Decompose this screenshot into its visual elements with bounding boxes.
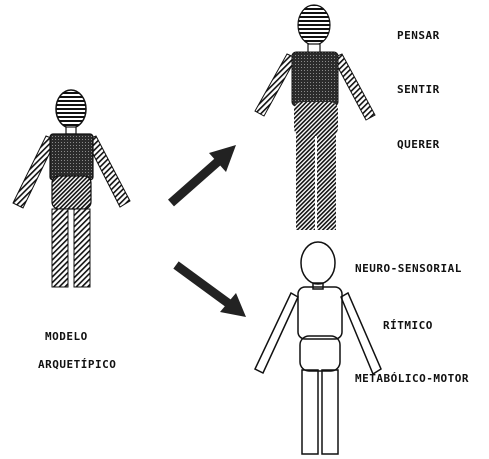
psyche-abdomen [294,102,338,136]
archetype-right-leg [74,209,90,287]
psyche-right-leg [317,134,336,230]
label-metabolico-motor: METABÓLICO-MOTOR [355,372,469,386]
archetype-figure [13,90,130,287]
systems-head [301,242,335,284]
systems-left-arm [255,293,298,373]
psyche-head [298,5,330,45]
systems-chest [298,287,342,339]
systems-left-leg [302,370,318,454]
label-neuro-sensorial: NEURO-SENSORIAL [355,262,462,276]
archetype-neck [66,127,76,134]
psyche-left-leg [296,134,315,230]
systems-right-leg [322,370,338,454]
label-sentir: SENTIR [397,83,440,97]
label-pensar: PENSAR [397,29,440,43]
archetype-head [56,90,86,128]
label-ritmico: RÍTMICO [383,319,433,333]
arrow-up-right [171,145,236,203]
label-modelo: MODELO [45,330,88,344]
psyche-chest [292,52,338,106]
archetype-chest [50,134,93,180]
arrow-down-right [176,265,246,317]
psyche-figure [255,5,375,230]
psyche-right-arm [333,54,375,120]
label-arquetipico: ARQUETÍPICO [38,358,116,372]
label-querer: QUERER [397,138,440,152]
archetype-left-leg [52,209,68,287]
archetype-abdomen [52,176,91,209]
systems-abdomen [300,336,340,371]
psyche-left-arm [255,54,296,116]
systems-right-arm [341,293,381,374]
